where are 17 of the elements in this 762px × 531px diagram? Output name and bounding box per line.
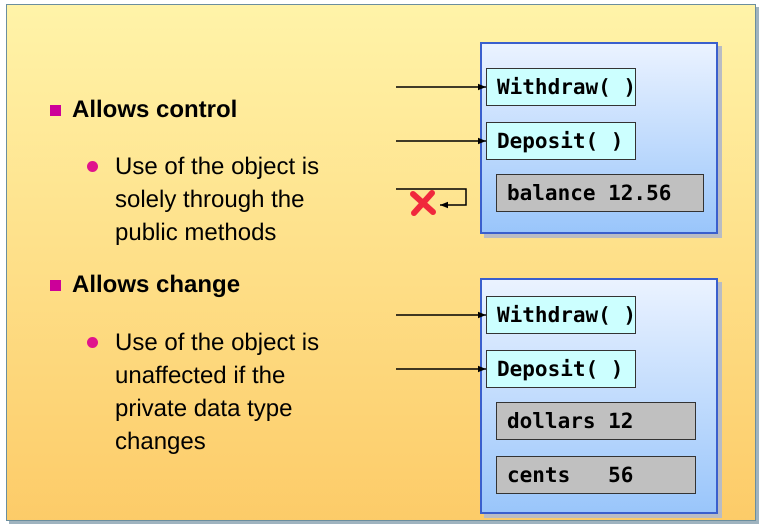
data-field: cents 56 (496, 456, 696, 494)
method-box: Deposit( ) (486, 350, 636, 388)
method-box: Deposit( ) (486, 122, 636, 160)
bullet-text: Use of the object is unaffected if the private data type changes (115, 328, 320, 457)
arrow (396, 312, 486, 318)
cross-icon (408, 190, 438, 216)
method-box: Withdraw( ) (486, 296, 636, 334)
bullet-text: Use of the object is solely through the public methods (115, 152, 320, 248)
method-box: Withdraw( ) (486, 68, 636, 106)
arrow (396, 138, 486, 144)
bullet-heading: Allows change (72, 271, 240, 299)
arrow (396, 366, 486, 372)
bullet-heading: Allows control (72, 96, 238, 124)
arrow (396, 84, 486, 90)
arrow (396, 188, 467, 208)
data-field: balance 12.56 (496, 174, 704, 212)
data-field: dollars 12 (496, 402, 696, 440)
